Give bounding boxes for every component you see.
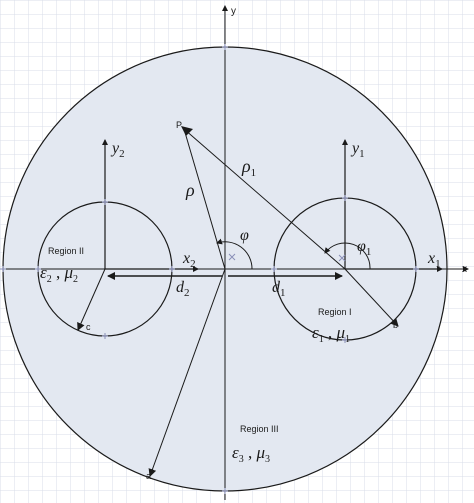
region-3-name: Region III (240, 424, 279, 434)
phi1-arc (324, 242, 371, 270)
region-2-name: Region II (48, 246, 84, 256)
point-P-label: P (176, 120, 182, 130)
d2-label: d2 (176, 279, 190, 299)
region-1-name: Region I (318, 307, 352, 317)
radius-c-label: c (86, 322, 91, 332)
x2-label: x2 (182, 250, 196, 270)
rho1-line (183, 128, 346, 270)
phi1-label: φ1 (357, 238, 371, 258)
region-2-params: ε2 , μ2 (40, 263, 78, 285)
radius-c (77, 268, 106, 331)
region-3-params: ε3 , μ3 (232, 443, 270, 465)
rho1-label: ρ1 (241, 156, 256, 179)
radius-a-label: a (146, 471, 151, 481)
y-axis-label: y (231, 6, 236, 17)
y2-label: y2 (110, 140, 125, 160)
rho-line (183, 128, 226, 270)
region-1-params: ε1 , μ1 (312, 323, 350, 345)
radius-b-label: b (393, 320, 398, 330)
phi-label: φ (240, 227, 249, 244)
radius-a (148, 268, 226, 477)
x-axis-label: x (462, 264, 467, 275)
radius-b (344, 268, 399, 327)
x1-label: x1 (427, 250, 441, 270)
point-P-marker (181, 126, 193, 136)
phi-arc (216, 238, 253, 270)
d1-label: d1 (272, 279, 286, 299)
point-markers (0, 44, 419, 494)
rho-label: ρ (185, 180, 195, 200)
y1-label: y1 (350, 140, 365, 160)
